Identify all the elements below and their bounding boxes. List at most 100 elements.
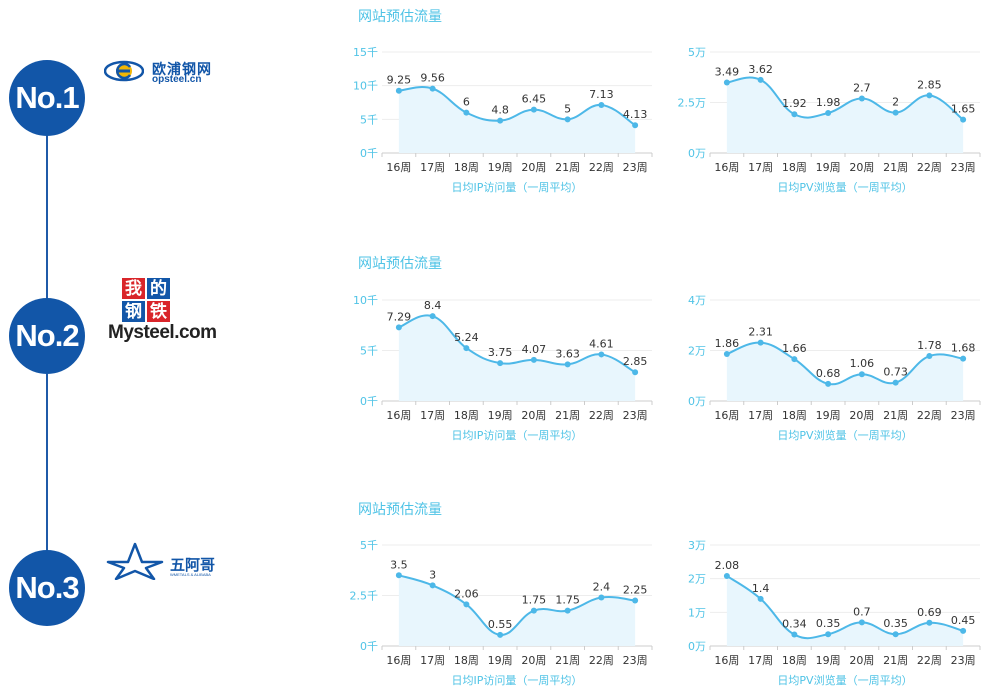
y-tick-label: 0万	[688, 640, 706, 653]
data-point	[791, 111, 798, 118]
data-point	[598, 351, 605, 358]
x-tick-label: 19周	[488, 409, 513, 422]
data-point	[564, 607, 571, 614]
data-point	[858, 619, 865, 626]
data-point	[791, 631, 798, 638]
data-point	[497, 360, 504, 367]
data-point	[632, 597, 639, 604]
data-label: 0.35	[816, 617, 841, 630]
series-line	[726, 76, 964, 121]
data-label: 8.4	[424, 299, 442, 312]
data-label: 3.75	[488, 346, 513, 359]
data-label: 0.68	[816, 367, 841, 380]
x-tick-label: 19周	[816, 409, 841, 422]
x-tick-label: 18周	[782, 654, 807, 667]
wuage-star-icon	[106, 542, 164, 580]
section-title: 网站预估流量	[358, 8, 442, 24]
y-tick-label: 5万	[688, 46, 706, 59]
x-tick-label: 18周	[782, 161, 807, 174]
data-label: 0.35	[883, 617, 908, 630]
data-label: 2.85	[917, 78, 942, 91]
series-line	[726, 575, 964, 640]
series-area	[398, 575, 636, 646]
rank-badge-3: No.3	[9, 550, 85, 626]
data-label: 4.61	[589, 337, 614, 350]
data-label: 3.49	[715, 66, 740, 79]
data-point	[632, 122, 639, 129]
mysteel-logo-icon: 我 的 钢 铁	[122, 278, 172, 322]
y-tick-label: 5千	[360, 539, 378, 552]
x-tick-label: 22周	[917, 409, 942, 422]
data-label: 4.13	[623, 108, 648, 121]
data-label: 1.68	[951, 342, 976, 355]
data-point	[825, 631, 832, 638]
x-tick-label: 19周	[488, 654, 513, 667]
data-point	[858, 95, 865, 102]
data-point	[926, 92, 933, 99]
x-tick-label: 16周	[714, 654, 739, 667]
x-tick-label: 23周	[623, 161, 648, 174]
x-axis-title: 日均IP访问量（一周平均）	[452, 674, 583, 687]
x-tick-label: 19周	[488, 161, 513, 174]
y-tick-label: 2万	[688, 573, 706, 586]
rank-label: No.2	[15, 318, 79, 353]
mysteel-logo-en: Mysteel.com	[108, 322, 217, 343]
data-label: 0.45	[951, 614, 976, 627]
data-label: 6.45	[522, 93, 547, 106]
wuage-logo-cn: 五阿哥	[170, 557, 216, 574]
data-label: 1.78	[917, 339, 942, 352]
series-area	[726, 342, 964, 401]
y-tick-label: 0千	[360, 147, 378, 160]
x-tick-label: 19周	[816, 654, 841, 667]
x-axis-title: 日均IP访问量（一周平均）	[452, 429, 583, 442]
data-point	[723, 351, 730, 358]
data-label: 1.06	[850, 357, 875, 370]
wuage-logo-sub: WMETALS & ALIBABA	[170, 572, 211, 577]
data-point	[463, 601, 470, 608]
data-point	[960, 627, 967, 634]
x-tick-label: 17周	[748, 161, 773, 174]
x-axis-title: 日均PV浏览量（一周平均）	[777, 673, 912, 687]
data-label: 6	[463, 96, 470, 109]
data-label: 3.62	[748, 63, 773, 76]
x-tick-label: 20周	[521, 409, 546, 422]
data-label: 9.25	[387, 74, 412, 87]
data-point	[497, 631, 504, 638]
y-tick-label: 10千	[353, 80, 378, 93]
data-label: 1.65	[951, 103, 976, 116]
data-label: 2.25	[623, 584, 648, 597]
x-tick-label: 21周	[883, 161, 908, 174]
series-line	[398, 574, 636, 636]
data-label: 2.06	[454, 587, 479, 600]
opsteel-logo: 欧浦钢网 opsteel.cn	[104, 58, 234, 85]
data-point	[632, 369, 639, 376]
x-tick-label: 18周	[454, 409, 479, 422]
data-label: 5.24	[454, 331, 479, 344]
data-label: 2	[892, 96, 899, 109]
data-point	[858, 371, 865, 378]
data-point	[598, 101, 605, 108]
x-tick-label: 20周	[849, 654, 874, 667]
opsteel-logo-en: opsteel.cn	[152, 74, 202, 85]
y-tick-label: 1万	[688, 606, 706, 619]
section-title: 网站预估流量	[358, 501, 442, 517]
opsteel-e-icon	[104, 60, 144, 82]
x-tick-label: 23周	[623, 654, 648, 667]
y-tick-label: 0千	[360, 640, 378, 653]
y-tick-label: 2.5万	[678, 97, 707, 110]
mysteel-char: 的	[147, 278, 170, 299]
y-tick-label: 5千	[360, 345, 378, 358]
data-point	[395, 572, 402, 579]
data-point	[564, 116, 571, 123]
data-label: 1.92	[782, 97, 807, 110]
x-tick-label: 18周	[454, 161, 479, 174]
y-tick-label: 15千	[353, 46, 378, 59]
section-title: 网站预估流量	[358, 255, 442, 271]
series-area	[726, 77, 964, 153]
data-label: 4.8	[491, 104, 509, 117]
y-tick-label: 0万	[688, 147, 706, 160]
data-point	[960, 116, 967, 123]
data-point	[723, 572, 730, 579]
